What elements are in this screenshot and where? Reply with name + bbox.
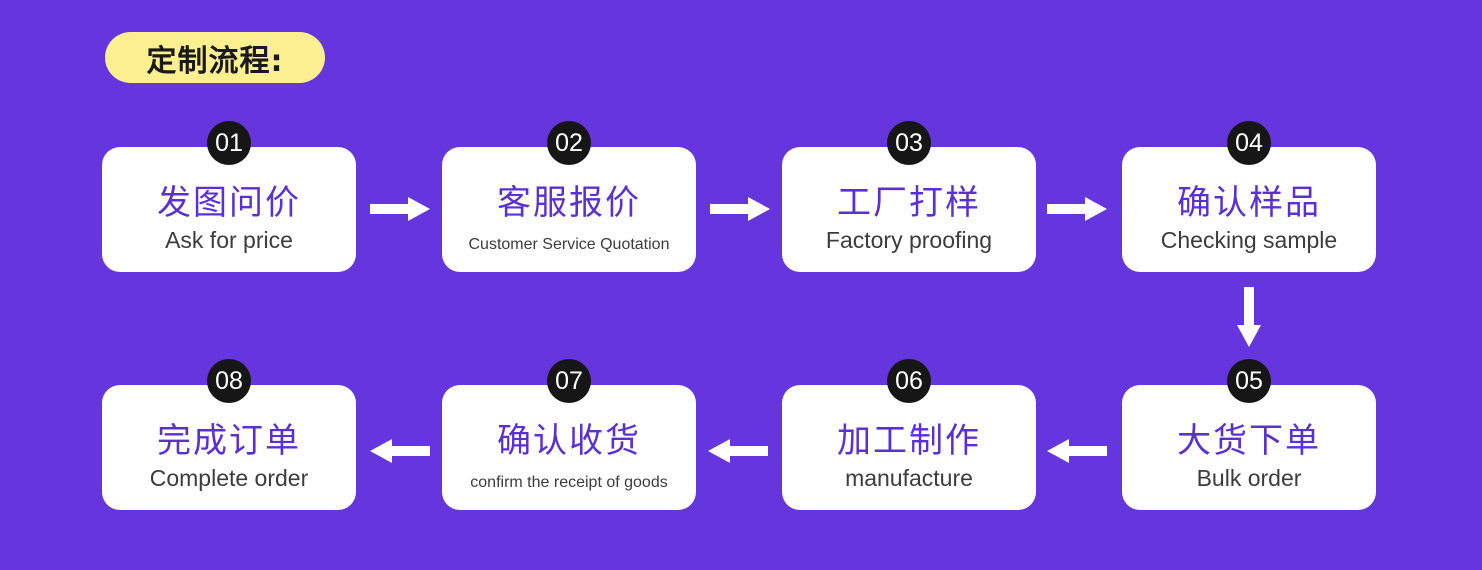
step-number-badge: 08 (207, 359, 251, 403)
step-card-02: 客服报价 Customer Service Quotation (442, 147, 696, 272)
step-title-en: manufacture (845, 465, 973, 491)
step-card-05: 大货下单 Bulk order (1122, 385, 1376, 510)
step-number-badge: 06 (887, 359, 931, 403)
step-card-07: 确认收货 confirm the receipt of goods (442, 385, 696, 510)
step-title-zh: 确认样品 (1177, 183, 1321, 223)
step-title-en: Bulk order (1196, 465, 1302, 491)
step-title-en: Complete order (149, 465, 309, 491)
step-card-03: 工厂打样 Factory proofing (782, 147, 1036, 272)
step-card-01: 发图问价 Ask for price (102, 147, 356, 272)
step-title-en: confirm the receipt of goods (470, 474, 668, 491)
step-card-08: 完成订单 Complete order (102, 385, 356, 510)
step-title-zh: 工厂打样 (837, 183, 981, 223)
step-title-zh: 发图问价 (157, 183, 301, 223)
step-title-zh: 大货下单 (1177, 421, 1321, 461)
arrow-left-icon (708, 439, 768, 463)
step-title-en: Checking sample (1160, 227, 1338, 253)
step-card-06: 加工制作 manufacture (782, 385, 1036, 510)
step-number: 05 (1235, 367, 1263, 395)
step-number-badge: 07 (547, 359, 591, 403)
step-number-badge: 01 (207, 121, 251, 165)
arrow-right-icon (370, 197, 430, 221)
step-number-badge: 05 (1227, 359, 1271, 403)
step-number: 01 (215, 129, 243, 157)
step-title-zh: 完成订单 (157, 421, 301, 461)
step-number-badge: 03 (887, 121, 931, 165)
step-number: 03 (895, 129, 923, 157)
arrow-down-icon (1237, 287, 1261, 347)
step-card-04: 确认样品 Checking sample (1122, 147, 1376, 272)
step-title-zh: 客服报价 (497, 183, 641, 223)
step-number: 06 (895, 367, 923, 395)
step-title-en: Ask for price (165, 227, 293, 253)
step-title-en: Factory proofing (825, 227, 993, 253)
step-number: 04 (1235, 129, 1263, 157)
process-title-pill: 定制流程: (105, 32, 325, 83)
step-number-badge: 04 (1227, 121, 1271, 165)
step-title-en: Customer Service Quotation (468, 236, 670, 253)
step-number: 02 (555, 129, 583, 157)
arrow-left-icon (1047, 439, 1107, 463)
step-number: 08 (215, 367, 243, 395)
step-title-zh: 加工制作 (837, 421, 981, 461)
arrow-right-icon (710, 197, 770, 221)
arrow-left-icon (370, 439, 430, 463)
step-number: 07 (555, 367, 583, 395)
step-title-zh: 确认收货 (497, 421, 641, 461)
step-number-badge: 02 (547, 121, 591, 165)
process-title: 定制流程: (146, 43, 284, 79)
arrow-right-icon (1047, 197, 1107, 221)
